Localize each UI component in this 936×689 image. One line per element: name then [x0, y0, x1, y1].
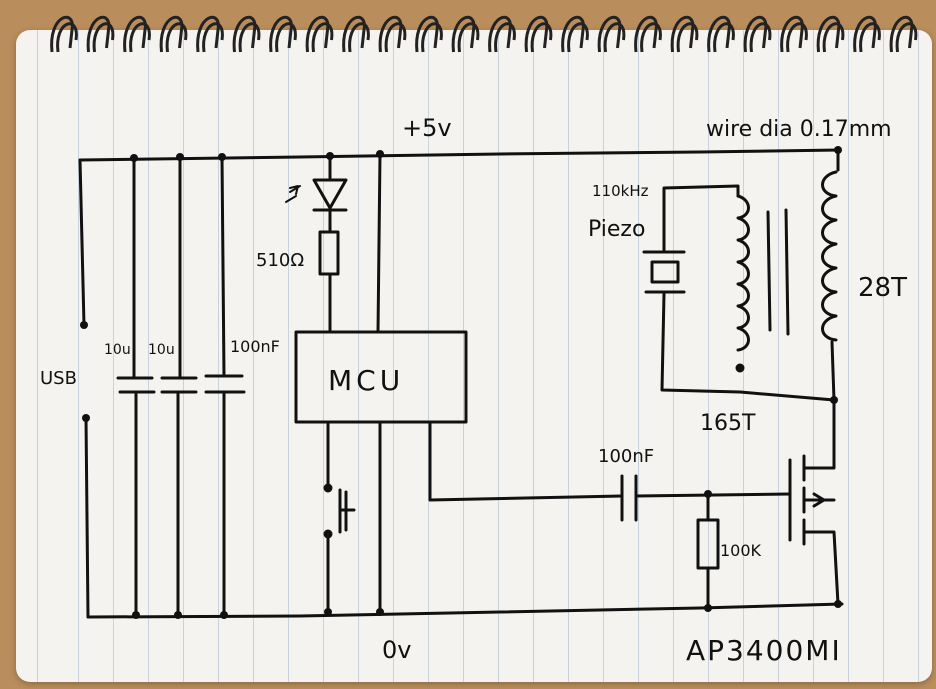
cap2-plates: [160, 376, 198, 394]
label-secondary-turns: 165T: [700, 411, 756, 436]
mosfet-arrow: [812, 492, 826, 508]
push-button: [338, 488, 356, 534]
mosfet-terminals: [802, 398, 840, 606]
spiral-ring: [269, 15, 293, 53]
mcu-output-wire: [428, 420, 624, 502]
usb-wire-top: [78, 158, 86, 327]
spiral-ring: [524, 15, 549, 53]
label-primary-turns: 28T: [858, 273, 907, 303]
spiral-ring: [159, 15, 184, 53]
spiral-ring: [670, 15, 695, 53]
cap1-plates: [116, 376, 156, 394]
spiral-ring: [889, 15, 914, 53]
cap2-wire: [176, 155, 182, 617]
label-supply: +5v: [402, 114, 452, 142]
label-piezo: Piezo: [588, 217, 645, 242]
label-resistor-led: 510Ω: [256, 250, 304, 271]
spiral-ring-inner: [822, 22, 845, 53]
spiral-ring-inner: [348, 22, 370, 53]
spiral-ring-inner: [786, 22, 808, 53]
spiral-binding: [50, 15, 918, 53]
spiral-ring-inner: [859, 22, 881, 53]
spiral-ring: [196, 15, 220, 53]
resistor-510: [318, 230, 340, 276]
spiral-ring: [305, 15, 330, 53]
spiral-ring: [123, 15, 147, 53]
usb-wire-bottom: [84, 416, 90, 619]
spiral-ring: [451, 15, 476, 53]
ground-rail: [86, 602, 844, 619]
spiral-ring: [707, 15, 731, 53]
spiral-ring-inner: [384, 22, 407, 53]
spiral-ring-inner: [640, 22, 662, 53]
spiral-ring: [415, 15, 439, 53]
spiral-ring-inner: [421, 22, 443, 53]
label-c3: 100nF: [230, 337, 280, 356]
spiral-ring-inner: [494, 22, 516, 53]
spiral-ring: [743, 15, 768, 53]
label-wire: wire dia 0.17mm: [706, 117, 892, 142]
gate-wire: [634, 492, 792, 498]
spiral-ring-inner: [56, 22, 78, 53]
spiral-ring-inner: [603, 22, 626, 53]
spiral-ring: [488, 15, 512, 53]
spiral-ring-inner: [749, 22, 772, 53]
spiral-ring-inner: [713, 22, 735, 53]
label-coupling-cap: 100nF: [598, 446, 654, 467]
spiral-ring-inner: [530, 22, 553, 53]
secondary-wire: [660, 184, 742, 394]
primary-coil: [821, 170, 838, 342]
spiral-ring: [853, 15, 877, 53]
transformer-core: [766, 208, 790, 336]
spiral-ring: [232, 15, 257, 53]
spiral-ring-inner: [895, 22, 918, 53]
secondary-coil: [736, 194, 750, 352]
spiral-ring-inner: [92, 22, 115, 53]
cap1-wire: [132, 156, 138, 617]
label-ground: 0v: [382, 636, 411, 664]
led-arrows: [285, 185, 301, 203]
mcu-vcc-wire: [376, 152, 382, 334]
spiral-ring: [816, 15, 841, 53]
label-c2: 10u: [148, 342, 175, 358]
led-diode: [312, 178, 348, 212]
spiral-ring-inner: [457, 22, 480, 53]
spiral-ring: [561, 15, 585, 53]
spiral-ring-inner: [676, 22, 699, 53]
spiral-ring: [597, 15, 622, 53]
spiral-ring-inner: [238, 22, 261, 53]
spiral-ring: [50, 15, 74, 53]
notebook-page: [16, 30, 932, 682]
coupling-cap: [620, 474, 638, 522]
spiral-ring: [780, 15, 804, 53]
cap3-wire: [220, 155, 226, 617]
label-mosfet: AP3400MI: [686, 634, 842, 667]
label-mcu: MCU: [328, 364, 404, 397]
piezo-crystal: [650, 260, 680, 284]
label-usb: USB: [40, 368, 77, 389]
ruled-lines: [16, 30, 932, 682]
spiral-ring: [342, 15, 366, 53]
supply-rail: [78, 148, 842, 162]
spiral-ring-inner: [202, 22, 224, 53]
spiral-ring-inner: [165, 22, 188, 53]
spiral-ring-inner: [129, 22, 151, 53]
spiral-ring-inner: [567, 22, 589, 53]
piezo-element: [642, 250, 686, 294]
label-freq: 110kHz: [592, 182, 649, 200]
spiral-ring: [378, 15, 403, 53]
junctions: [80, 146, 842, 619]
label-c1: 10u: [104, 342, 131, 358]
label-gate-resistor: 100K: [720, 541, 762, 560]
spiral-ring-inner: [311, 22, 334, 53]
spiral-ring-inner: [275, 22, 297, 53]
cap3-plates: [204, 374, 246, 394]
spiral-ring: [86, 15, 111, 53]
resistor-100k: [696, 518, 720, 570]
spiral-ring: [634, 15, 658, 53]
